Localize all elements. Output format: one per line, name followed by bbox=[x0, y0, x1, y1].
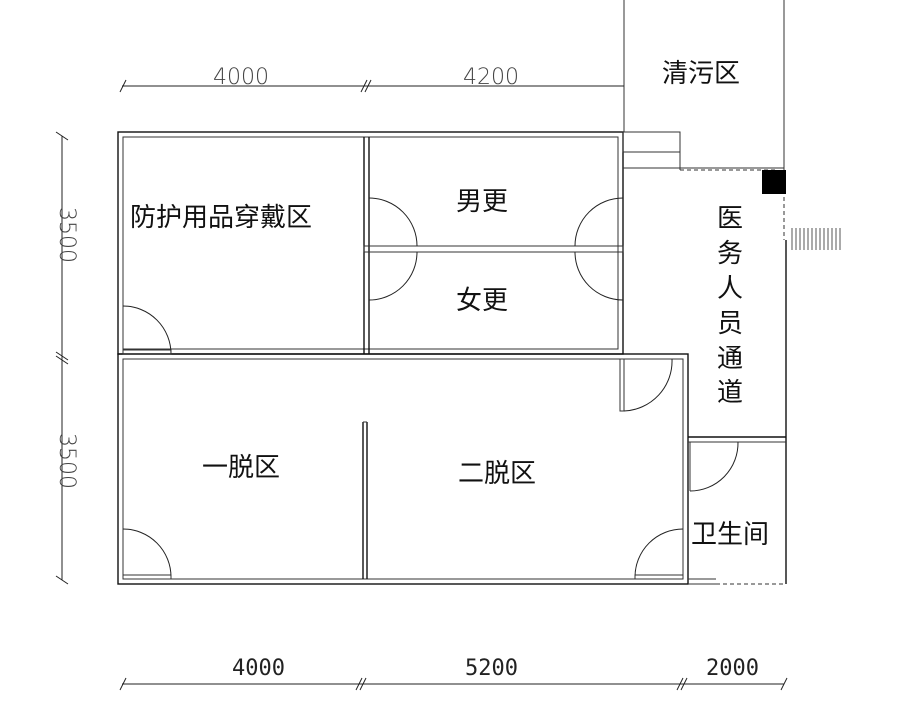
dimension-bottom: 4000 5200 2000 bbox=[119, 656, 788, 691]
staff-corridor-char: 医 bbox=[717, 204, 743, 234]
dim-bottom-2: 5200 bbox=[465, 656, 518, 681]
room-label-clean-zone: 清污区 bbox=[662, 59, 740, 89]
dimension-left: 3500 3500 bbox=[54, 131, 79, 585]
column-marker bbox=[762, 170, 786, 194]
room-label-male-changing: 男更 bbox=[456, 187, 508, 217]
clean-zone-outline bbox=[623, 0, 785, 170]
dim-bottom-3: 2000 bbox=[706, 656, 759, 681]
dim-left-2: 3500 bbox=[54, 433, 79, 489]
door-female-changing bbox=[368, 251, 624, 301]
lower-block-walls bbox=[117, 353, 689, 585]
dim-top-2: 4200 bbox=[463, 65, 519, 90]
staff-corridor-char: 员 bbox=[717, 309, 743, 339]
upper-block-walls bbox=[117, 131, 681, 355]
room-label-first-doffing: 一脱区 bbox=[202, 453, 280, 483]
dim-left-1: 3500 bbox=[54, 207, 79, 263]
door-second-doffing-top bbox=[619, 358, 673, 412]
staff-corridor-char: 道 bbox=[717, 378, 743, 408]
staff-corridor-char: 通 bbox=[717, 344, 743, 374]
room-label-staff-corridor: 医 务 人 员 通 道 bbox=[717, 204, 743, 408]
room-label-toilet: 卫生间 bbox=[691, 520, 769, 550]
staff-corridor-char: 人 bbox=[717, 274, 743, 304]
dim-bottom-1: 4000 bbox=[232, 656, 285, 681]
staff-corridor-char: 务 bbox=[717, 239, 743, 269]
door-protective-zone bbox=[122, 305, 172, 355]
room-label-second-doffing: 二脱区 bbox=[458, 459, 536, 489]
vent-hatching bbox=[791, 228, 841, 250]
dimension-top: 4000 4200 bbox=[119, 65, 624, 93]
staff-corridor-outline bbox=[623, 167, 787, 585]
door-toilet bbox=[689, 441, 739, 492]
room-label-female-changing: 女更 bbox=[456, 286, 508, 316]
door-male-changing bbox=[368, 197, 624, 247]
room-label-ppe-donning: 防护用品穿戴区 bbox=[130, 203, 312, 233]
dim-top-1: 4000 bbox=[213, 65, 269, 90]
door-second-doffing-bottom bbox=[634, 528, 684, 580]
door-first-doffing bbox=[122, 528, 172, 580]
